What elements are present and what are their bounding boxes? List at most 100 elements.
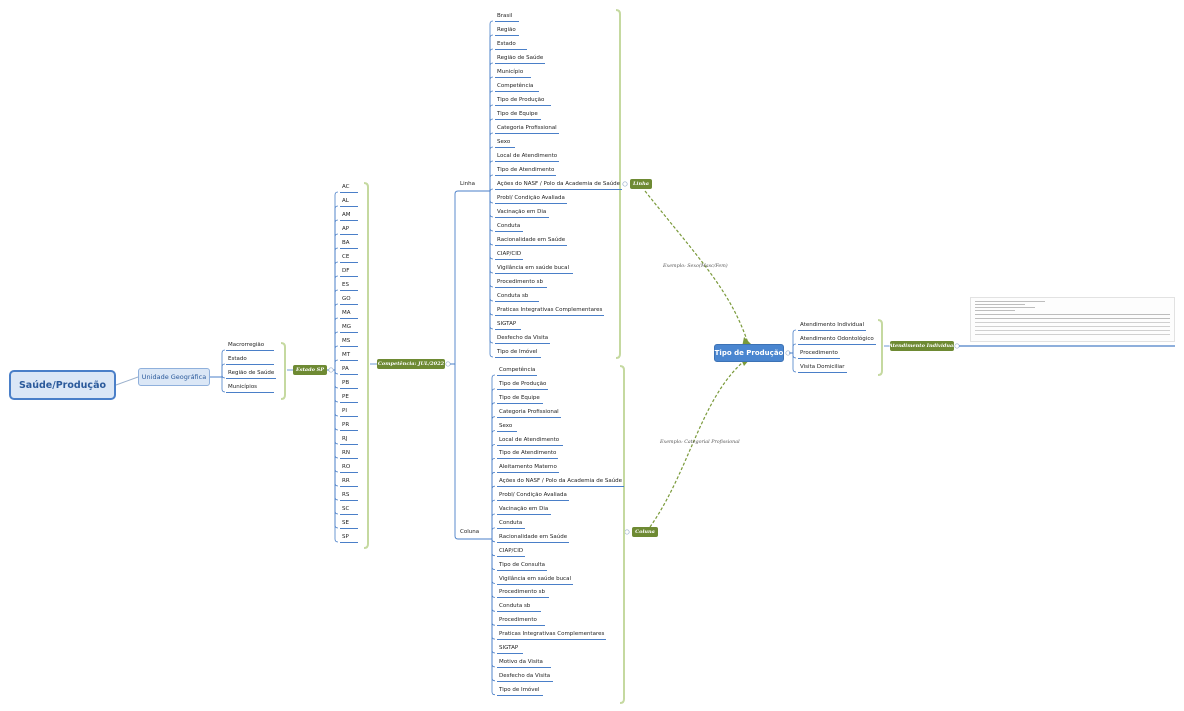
state-pa[interactable]: PA: [340, 366, 358, 375]
state-df[interactable]: DF: [340, 268, 358, 277]
estado-sp-collapse-toggle[interactable]: [328, 367, 334, 373]
competencia-tag[interactable]: Competência: JUL/2022: [377, 359, 445, 369]
linha-item-1[interactable]: Brasil: [495, 13, 519, 22]
linha-item-2[interactable]: Região: [495, 27, 519, 36]
coluna-collapse-toggle[interactable]: [624, 529, 630, 535]
state-ap[interactable]: AP: [340, 226, 358, 235]
coluna-item-3[interactable]: Tipo de Equipe: [497, 395, 543, 404]
linha-item-15[interactable]: Vacinação em Dia: [495, 209, 549, 218]
linha-item-5[interactable]: Município: [495, 69, 531, 78]
linha-item-10[interactable]: Sexo: [495, 139, 515, 148]
state-rr[interactable]: RR: [340, 478, 358, 487]
ug-item-2[interactable]: Estado: [226, 356, 274, 365]
linha-item-22[interactable]: Praticas Integrativas Complementares: [495, 307, 605, 316]
coluna-item-24[interactable]: Tipo de Imóvel: [497, 687, 543, 696]
coluna-item-13[interactable]: Racionalidade em Saúde: [497, 534, 570, 543]
state-pb[interactable]: PB: [340, 380, 358, 389]
state-ma[interactable]: MA: [340, 310, 358, 319]
coluna-item-18[interactable]: Conduta sb: [497, 603, 541, 613]
ug-item-4[interactable]: Municípios: [226, 384, 274, 393]
linha-label[interactable]: Linha: [460, 181, 475, 187]
coluna-item-5[interactable]: Sexo: [497, 423, 517, 432]
coluna-item-9[interactable]: Ações do NASF / Polo da Academia de Saúd…: [497, 478, 625, 488]
linha-collapse-toggle[interactable]: [622, 181, 628, 187]
competencia-collapse-toggle[interactable]: [445, 361, 451, 367]
state-ro[interactable]: RO: [340, 464, 358, 473]
state-rs[interactable]: RS: [340, 492, 358, 501]
coluna-tag[interactable]: Coluna: [632, 527, 658, 537]
state-pr[interactable]: PR: [340, 422, 358, 431]
root-node-saude-producao[interactable]: Saúde/Produção: [9, 370, 116, 400]
ug-item-1[interactable]: Macrorregião: [226, 342, 274, 351]
coluna-item-8[interactable]: Aleitamento Materno: [497, 464, 559, 474]
state-am[interactable]: AM: [340, 212, 358, 221]
tipo-item-3[interactable]: Procedimento: [798, 350, 840, 359]
coluna-item-4[interactable]: Categoria Profissional: [497, 409, 561, 418]
state-pi[interactable]: PI: [340, 408, 358, 417]
coluna-item-17[interactable]: Procedimento sb: [497, 589, 549, 599]
linha-item-3[interactable]: Estado: [495, 41, 527, 50]
state-ms[interactable]: MS: [340, 338, 358, 347]
state-ba[interactable]: BA: [340, 240, 358, 249]
linha-item-25[interactable]: Tipo de Imóvel: [495, 349, 541, 358]
linha-item-24[interactable]: Desfecho da Visita: [495, 335, 551, 344]
linha-item-20[interactable]: Procedimento sb: [495, 279, 547, 288]
linha-arrow: [644, 190, 749, 344]
state-sc[interactable]: SC: [340, 506, 358, 515]
coluna-item-11[interactable]: Vacinação em Dia: [497, 506, 551, 515]
coluna-item-19[interactable]: Procedimento: [497, 617, 545, 627]
linha-tag[interactable]: Linha: [630, 179, 652, 189]
state-ac[interactable]: AC: [340, 184, 358, 193]
linha-item-6[interactable]: Competência: [495, 83, 539, 92]
linha-item-17[interactable]: Racionalidade em Saúde: [495, 237, 568, 246]
coluna-item-7[interactable]: Tipo de Atendimento: [497, 450, 559, 460]
state-mt[interactable]: MT: [340, 352, 358, 361]
estado-sp-tag[interactable]: Estado SP: [293, 365, 327, 375]
state-mg[interactable]: MG: [340, 324, 358, 333]
state-se[interactable]: SE: [340, 520, 358, 529]
coluna-label[interactable]: Coluna: [460, 529, 480, 535]
ug-item-3[interactable]: Região de Saúde: [226, 370, 277, 379]
note-linha-example: Exemplo: Sexo(Masc/Fem): [663, 264, 728, 269]
linha-item-12[interactable]: Tipo de Atendimento: [495, 167, 557, 176]
linha-item-8[interactable]: Tipo de Equipe: [495, 111, 541, 120]
linha-item-13[interactable]: Ações do NASF / Polo da Academia de Saúd…: [495, 181, 623, 190]
linha-item-19[interactable]: Vigilância em saúde bucal: [495, 265, 573, 274]
state-pe[interactable]: PE: [340, 394, 358, 403]
coluna-item-22[interactable]: Motivo da Visita: [497, 659, 551, 668]
linha-item-11[interactable]: Local de Atendimento: [495, 153, 560, 162]
coluna-item-20[interactable]: Praticas Integrativas Complementares: [497, 631, 607, 641]
state-go[interactable]: GO: [340, 296, 358, 305]
coluna-item-21[interactable]: SIGTAP: [497, 645, 523, 654]
coluna-item-2[interactable]: Tipo de Produção: [497, 381, 549, 390]
state-al[interactable]: AL: [340, 198, 358, 207]
linha-item-16[interactable]: Conduta: [495, 223, 523, 232]
state-rn[interactable]: RN: [340, 450, 358, 459]
state-es[interactable]: ES: [340, 282, 358, 291]
linha-item-9[interactable]: Categoria Profissional: [495, 125, 559, 134]
state-rj[interactable]: RJ: [340, 436, 358, 445]
linha-item-23[interactable]: SIGTAP: [495, 321, 521, 330]
linha-item-21[interactable]: Conduta sb: [495, 293, 539, 302]
coluna-item-10[interactable]: Probl/ Condição Avaliada: [497, 492, 569, 502]
coluna-item-16[interactable]: Vigilância em saúde bucal: [497, 576, 573, 585]
linha-item-7[interactable]: Tipo de Produção: [495, 97, 551, 106]
state-ce[interactable]: CE: [340, 254, 358, 263]
coluna-item-23[interactable]: Desfecho da Visita: [497, 673, 553, 682]
coluna-item-1[interactable]: Competência: [497, 367, 538, 376]
tipo-item-4[interactable]: Visita Domiciliar: [798, 364, 847, 373]
linha-item-4[interactable]: Região de Saúde: [495, 55, 546, 64]
atendimento-collapse-toggle[interactable]: [954, 343, 960, 349]
linha-item-18[interactable]: CIAP/CID: [495, 251, 524, 260]
tipo-de-producao-node[interactable]: Tipo de Produção: [714, 344, 784, 362]
coluna-item-6[interactable]: Local de Atendimento: [497, 437, 563, 446]
state-sp[interactable]: SP: [340, 534, 358, 543]
atendimento-individual-tag[interactable]: Atendimento Individual: [888, 341, 956, 351]
tipo-item-1[interactable]: Atendimento Individual: [798, 322, 866, 331]
coluna-item-14[interactable]: CIAP/CID: [497, 548, 526, 557]
coluna-item-12[interactable]: Conduta: [497, 520, 525, 529]
unidade-geografica-node[interactable]: Unidade Geográfica: [138, 368, 210, 386]
coluna-item-15[interactable]: Tipo de Consulta: [497, 562, 548, 571]
linha-item-14[interactable]: Probl/ Condição Avaliada: [495, 195, 567, 204]
tipo-item-2[interactable]: Atendimento Odontológico: [798, 336, 876, 345]
